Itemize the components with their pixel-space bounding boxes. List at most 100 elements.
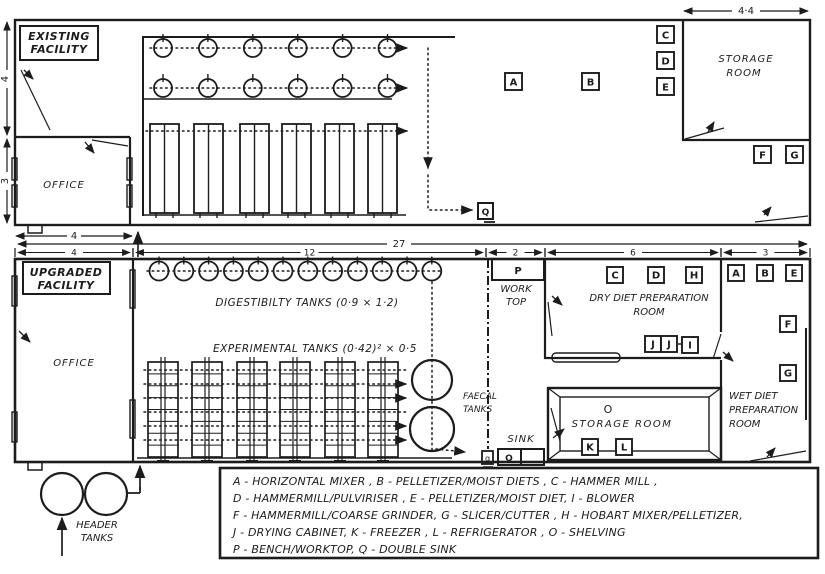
- dim-storage-width: 4·4: [738, 6, 754, 17]
- equipment-marker-F: F: [753, 145, 772, 164]
- dim-segment-label: 3: [763, 249, 769, 259]
- faecal-label2: TANKS: [463, 405, 492, 415]
- svg-text:D: D: [652, 271, 660, 282]
- equipment-marker-G: G: [785, 145, 804, 164]
- dim-existing-height-upper: 4: [0, 76, 11, 82]
- dry-room-title2: ROOM: [633, 307, 665, 318]
- upgraded-outer-wall: [13, 257, 812, 464]
- equipment-marker-F: F: [779, 315, 797, 333]
- upgraded-title-line2: FACILITY: [37, 279, 95, 292]
- dim-existing-height-lower: 3: [0, 178, 11, 184]
- legend-line-3: F - HAMMERMILL/COARSE GRINDER, G - SLICE…: [233, 509, 743, 522]
- sink-drain-marker: q: [485, 454, 490, 463]
- svg-text:B: B: [587, 78, 595, 89]
- existing-title-line1: EXISTING: [28, 30, 90, 43]
- existing-outer-wall: [13, 18, 812, 227]
- door-arrow-icon: [84, 141, 95, 154]
- upgraded-storage-label: STORAGE ROOM: [572, 419, 673, 430]
- worktop-marker: P: [514, 266, 521, 277]
- existing-storage-room: STORAGE ROOM 4·4: [681, 3, 810, 142]
- equipment-marker-I: I: [681, 336, 699, 354]
- digestibility-label: DIGESTIBILTY TANKS (0·9 × 1·2): [215, 297, 398, 309]
- entry-step: [27, 461, 43, 471]
- header-tanks: HEADER TANKS: [39, 464, 146, 556]
- worktop-label2: TOP: [506, 297, 527, 308]
- svg-text:A: A: [732, 269, 740, 280]
- svg-text:F: F: [759, 151, 766, 162]
- dim-office-width: 4: [71, 231, 77, 242]
- legend: A - HORIZONTAL MIXER , B - PELLETIZER/MO…: [218, 466, 820, 560]
- dry-room-title1: DRY DIET PREPARATION: [589, 293, 709, 304]
- header-tank-1: [39, 471, 85, 517]
- svg-text:J: J: [666, 340, 671, 351]
- existing-tank-hall-wall: [142, 36, 455, 216]
- experimental-tank-racks: [147, 357, 399, 462]
- svg-text:G: G: [790, 151, 798, 162]
- svg-text:E: E: [662, 83, 669, 94]
- existing-drain-lines: [145, 43, 474, 215]
- upgraded-facility: UPGRADED FACILITY OFFICE HEADER TANKS DI…: [11, 256, 812, 556]
- sink-basin-marker: Q: [505, 454, 513, 464]
- door-arrow-icon: [765, 447, 776, 458]
- equipment-marker-D: D: [656, 51, 675, 70]
- header-tanks-label1: HEADER: [76, 520, 118, 531]
- svg-text:E: E: [791, 269, 798, 280]
- legend-line-4: J - DRYING CABINET, K - FREEZER , L - RE…: [231, 526, 626, 539]
- svg-text:J: J: [650, 340, 655, 351]
- equipment-marker-A: A: [504, 72, 523, 91]
- equipment-marker-B: B: [581, 72, 600, 91]
- existing-storage-label2: ROOM: [726, 68, 761, 79]
- equipment-marker-H: H: [685, 266, 703, 284]
- door-swing: [20, 69, 51, 131]
- existing-storage-label1: STORAGE: [718, 54, 773, 65]
- wet-room-title1: WET DIET: [729, 391, 778, 402]
- existing-title-line2: FACILITY: [30, 43, 88, 56]
- door-leaf: [551, 352, 621, 363]
- door-swing: [754, 215, 809, 223]
- header-tank-2: [83, 471, 129, 517]
- door-arrow-icon: [551, 295, 563, 306]
- upgraded-office: OFFICE: [11, 259, 136, 471]
- equipment-marker-C: C: [606, 266, 624, 284]
- dim-segment-label: 12: [304, 249, 315, 259]
- legend-line-2: D - HAMMERMILL/PULVIRISER , E - PELLETIZ…: [233, 492, 635, 505]
- door-leaf: [712, 333, 722, 360]
- svg-text:C: C: [611, 271, 618, 282]
- window-symbol: [11, 157, 18, 181]
- window-symbol: [126, 184, 133, 208]
- existing-upright-tanks: [149, 123, 398, 218]
- svg-text:F: F: [785, 320, 792, 331]
- door-arrow-icon: [722, 351, 734, 362]
- double-sink: SINK Q q: [481, 434, 545, 468]
- svg-text:I: I: [688, 341, 692, 352]
- svg-text:B: B: [761, 269, 769, 280]
- wet-room-title3: ROOM: [729, 419, 761, 430]
- worktop-label1: WORK: [500, 284, 533, 295]
- existing-office-label: OFFICE: [43, 180, 85, 191]
- window-symbol: [129, 399, 136, 439]
- legend-line-1: A - HORIZONTAL MIXER , B - PELLETIZER/MO…: [232, 475, 658, 488]
- door-swing: [91, 139, 129, 147]
- equipment-marker-L: L: [615, 438, 633, 456]
- svg-text:G: G: [784, 369, 792, 380]
- shelving-marker: O: [604, 403, 613, 416]
- svg-text:L: L: [621, 443, 628, 454]
- equipment-marker-E: E: [785, 264, 803, 282]
- equipment-marker-B: B: [756, 264, 774, 282]
- existing-drain-sink-box: [477, 202, 494, 220]
- svg-text:K: K: [586, 443, 595, 454]
- equipment-marker-J: J: [660, 335, 678, 353]
- svg-text:A: A: [510, 78, 518, 89]
- equipment-marker-A: A: [727, 264, 745, 282]
- sink-drain-box: [481, 450, 494, 465]
- window-symbol: [11, 275, 18, 307]
- upgraded-title-line1: UPGRADED: [30, 266, 103, 279]
- door-arrow-icon: [552, 428, 565, 439]
- door-swing: [684, 127, 725, 140]
